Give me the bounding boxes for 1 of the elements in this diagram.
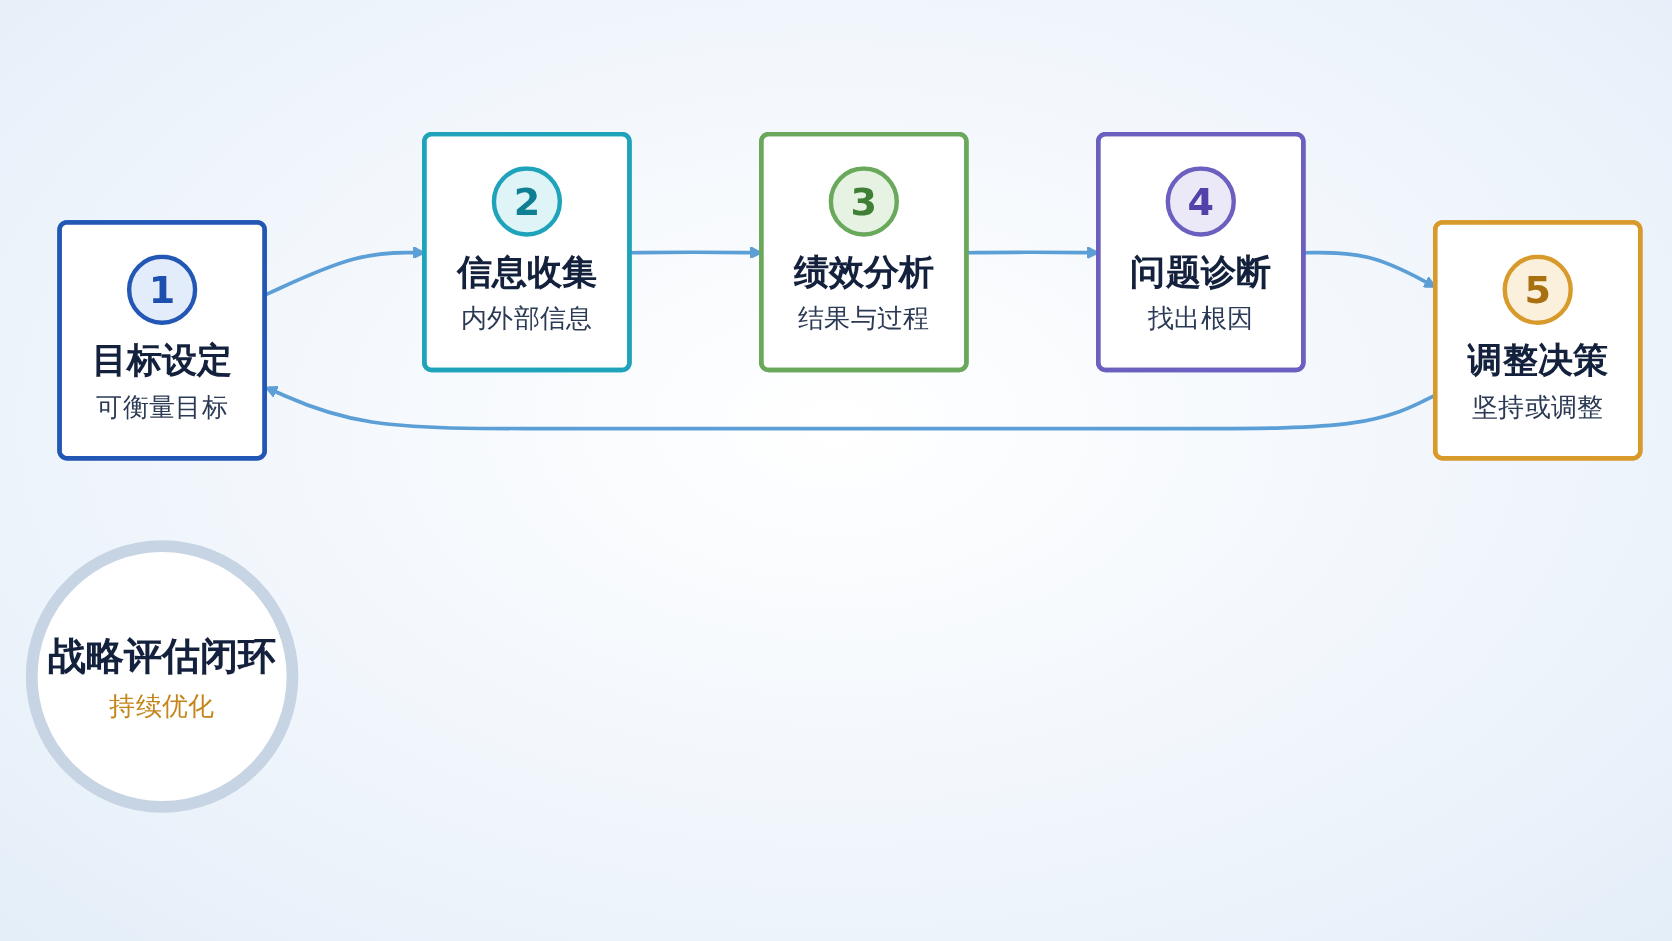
node-circle: 战略评估闭环 持续优化	[25, 540, 299, 813]
